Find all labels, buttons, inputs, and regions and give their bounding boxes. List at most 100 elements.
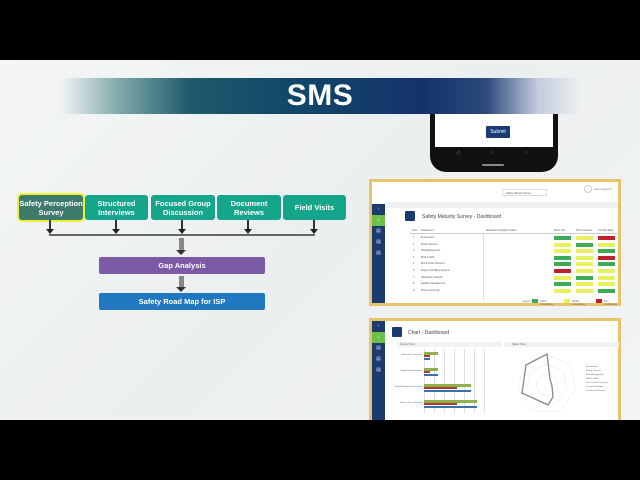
rating-cell-red xyxy=(598,236,615,240)
rating-cell-yellow xyxy=(598,269,615,273)
dashboard-logo-icon xyxy=(405,211,415,221)
legend-swatch-green xyxy=(532,299,538,303)
dashboard-title: Chart - Dashboard xyxy=(408,330,450,336)
bar xyxy=(424,389,472,393)
rating-cell-yellow xyxy=(554,249,571,254)
table-row: 3 Risk Management xyxy=(410,248,620,254)
sidebar-item-reports[interactable]: ▤ xyxy=(376,239,381,245)
user-name: Admin Approver xyxy=(594,188,612,191)
bar xyxy=(424,352,438,355)
flow-box-safety-perception-survey[interactable]: Safety Perception Survey xyxy=(19,195,83,220)
rating-cell-yellow xyxy=(576,236,593,240)
sidebar-collapse-icon[interactable]: ‹ xyxy=(377,323,380,329)
bar xyxy=(424,370,431,374)
department-name: Bus & Road Transport xyxy=(421,262,445,266)
sidebar-collapse-icon[interactable]: ‹ xyxy=(377,206,380,212)
sidebar-item-charts[interactable]: ▤ xyxy=(376,250,381,256)
column-divider xyxy=(483,234,484,300)
rating-cell-yellow xyxy=(554,275,571,280)
department-name: Estate Services xyxy=(421,242,438,246)
rating-cell-green xyxy=(554,262,571,267)
row-number: 4 xyxy=(413,255,415,259)
department-name: Facilities Management xyxy=(421,282,445,286)
slide: SMS Submit ◁ ○ ○ Safety Perception Surve… xyxy=(0,60,640,420)
flow-box-focused-group-discussion[interactable]: Focused Group Discussion xyxy=(151,195,215,220)
title-banner: SMS xyxy=(60,78,580,114)
back-icon[interactable]: ◁ xyxy=(456,150,460,156)
arrow-down-icon xyxy=(310,229,318,234)
spider-chart xyxy=(517,352,577,412)
sidebar-item-reports[interactable]: ▤ xyxy=(376,356,381,362)
home-indicator xyxy=(482,164,504,166)
survey-select[interactable]: Safety Maturity Survey xyxy=(502,189,547,196)
rating-cell-green xyxy=(598,249,615,254)
radar-legend-item: Design & Building xyxy=(586,386,604,388)
arrow-down-icon xyxy=(176,250,186,255)
bar xyxy=(424,373,438,377)
home-icon[interactable]: ○ xyxy=(490,150,494,156)
submit-button[interactable]: Submit xyxy=(486,126,510,138)
row-number: 8 xyxy=(413,282,415,286)
sidebar-item-home[interactable]: ⌂ xyxy=(372,215,385,226)
rating-cell-green xyxy=(554,236,571,240)
gap-analysis-box[interactable]: Gap Analysis xyxy=(99,257,265,274)
rating-cell-yellow xyxy=(598,275,615,280)
recent-apps-icon[interactable]: ○ xyxy=(525,150,529,156)
department-name: Distribution Network xyxy=(421,275,443,279)
rating-cell-yellow xyxy=(576,288,593,293)
radar-legend-item: Estate Services xyxy=(586,370,602,372)
sidebar-item-survey[interactable]: ▤ xyxy=(376,345,381,351)
radar-legend-item: Risk Management xyxy=(586,374,604,376)
flow-box-field-visits[interactable]: Field Visits xyxy=(283,195,346,220)
bar xyxy=(424,368,438,371)
connector-line xyxy=(313,220,315,230)
survey-dashboard-panel: Safety Maturity Survey Admin Approver ‹ … xyxy=(369,179,621,306)
bar xyxy=(424,405,478,409)
rating-cell-yellow xyxy=(576,269,593,273)
department-name: Risk Management xyxy=(421,249,441,253)
connector-line xyxy=(179,238,184,250)
row-number: 7 xyxy=(413,275,415,279)
connector-line xyxy=(181,220,183,230)
legend-swatch-red xyxy=(596,299,602,303)
flow-box-structured-interviews[interactable]: Structured Interviews xyxy=(85,195,148,220)
row-number: 6 xyxy=(413,269,415,272)
flow-box-document-reviews[interactable]: Document Reviews xyxy=(217,195,281,220)
table-row: 6 Design & Building Systems xyxy=(410,268,620,274)
sidebar-item-survey[interactable]: ▤ xyxy=(376,228,381,234)
spider-chart-title: Spider Chart xyxy=(512,343,527,346)
bar-category-label: Safety Culture & Maturity xyxy=(399,402,422,404)
table-header: S.No. Department Standard Compliance Sta… xyxy=(410,228,620,235)
rating-cell-green xyxy=(598,288,615,293)
arrow-down-icon xyxy=(112,229,120,234)
bar xyxy=(424,354,431,358)
sidebar-item-charts[interactable]: ▤ xyxy=(376,367,381,373)
radar-legend-item: EHS & QMS xyxy=(586,378,599,380)
toolbar-strip xyxy=(385,202,618,208)
radar-legend-item: Distribution Network xyxy=(586,390,606,392)
safety-road-map-box[interactable]: Safety Road Map for ISP xyxy=(99,293,265,310)
sidebar-item-home[interactable]: ⌂ xyxy=(372,332,385,343)
radar-legend-item: Bus & Road Transport xyxy=(586,382,608,384)
connector-line xyxy=(49,220,51,230)
arrow-down-icon xyxy=(46,229,54,234)
connector-line xyxy=(247,220,249,230)
arrow-down-icon xyxy=(178,229,186,234)
row-number: 3 xyxy=(413,249,415,253)
rating-cell-yellow xyxy=(576,255,593,260)
chart-dashboard-panel: ‹ ⌂ ▤ ▤ ▤ Chart - Dashboard Survey Chart… xyxy=(369,318,621,420)
user-avatar[interactable] xyxy=(584,185,592,193)
department-name: EHS & QMS xyxy=(421,255,435,259)
rating-cell-yellow xyxy=(576,282,593,287)
sidebar: ‹ ⌂ ▤ ▤ ▤ xyxy=(372,321,385,420)
rating-cell-yellow xyxy=(554,288,571,293)
department-name: Design & Building Systems xyxy=(421,269,450,272)
dashboard-logo-icon xyxy=(392,327,402,337)
phone-mockup: Submit ◁ ○ ○ xyxy=(430,114,558,172)
horizontal-connector xyxy=(49,234,315,236)
bar-category-label: Safety Management Processes xyxy=(394,386,422,388)
